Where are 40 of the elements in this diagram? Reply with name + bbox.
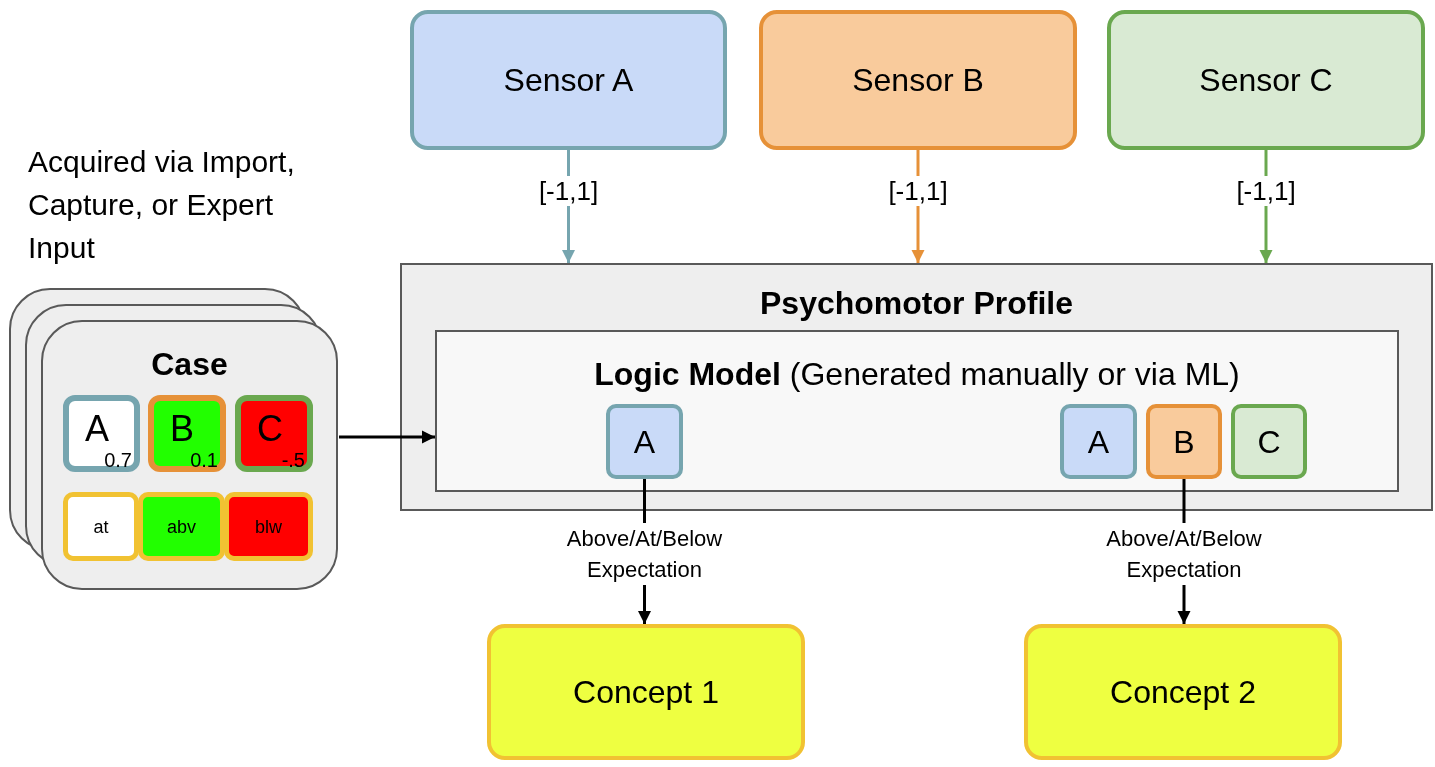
node-label: C — [1257, 425, 1281, 458]
tile-letter: C — [257, 411, 283, 447]
sensor-tile — [1146, 404, 1222, 479]
value-tile — [63, 395, 140, 472]
profile-panel — [400, 263, 1433, 511]
sensor-box — [759, 10, 1077, 150]
tile-value: -.5 — [281, 450, 305, 470]
tile-value: 0.7 — [104, 450, 132, 470]
logic-model-panel — [435, 330, 1399, 492]
sensor-tile — [1060, 404, 1137, 479]
sensor-box — [410, 10, 727, 150]
node-label: B — [1173, 425, 1195, 458]
concept-box — [1024, 624, 1342, 760]
source-note: Acquired via Import, Capture, or Expert Input — [28, 144, 296, 266]
node-label: at — [93, 517, 109, 536]
panel-title: Psychomotor Profile — [760, 287, 1073, 319]
value-tile — [148, 395, 226, 472]
node-label: Sensor B — [852, 64, 984, 96]
tile-letter: B — [170, 411, 194, 447]
concept-box — [487, 624, 805, 760]
tile-letter: A — [85, 411, 109, 447]
node-label: Sensor C — [1199, 64, 1333, 96]
value-tile — [235, 395, 313, 472]
sensor-box — [1107, 10, 1425, 150]
tile-value: 0.1 — [190, 450, 218, 470]
node-label: A — [1087, 425, 1110, 458]
panel-title: Logic Model (Generated manually or via ML) — [594, 358, 1240, 390]
rating-tile — [224, 492, 313, 561]
node-label: Concept 1 — [573, 676, 719, 708]
card-title: Case — [150, 348, 229, 380]
rating-tile — [63, 492, 139, 561]
sensor-tile — [606, 404, 683, 479]
node-label: Concept 2 — [1110, 676, 1256, 708]
node-label: A — [633, 425, 656, 458]
case-card-stack — [9, 288, 339, 591]
node-label: Sensor A — [503, 64, 634, 96]
node-label: abv — [167, 517, 196, 536]
arrow — [339, 430, 435, 444]
sensor-tile — [1231, 404, 1307, 479]
node-label: blw — [255, 517, 282, 536]
